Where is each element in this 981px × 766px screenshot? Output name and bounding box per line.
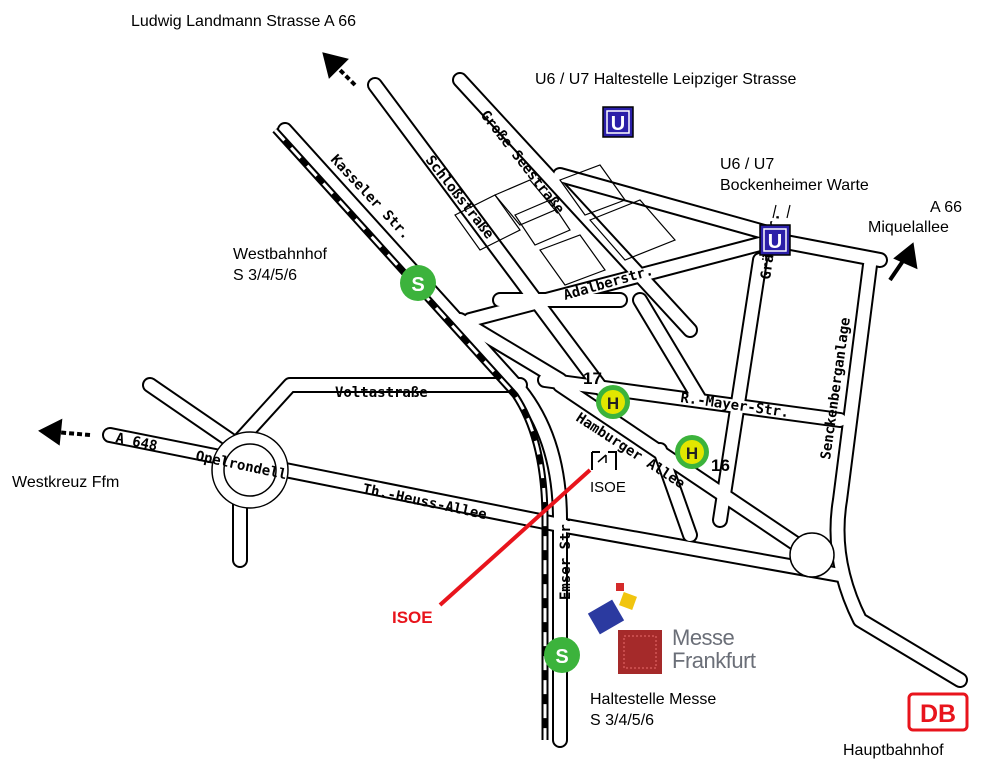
label-a66-1: A 66 xyxy=(930,199,963,216)
db-logo-icon[interactable]: DB xyxy=(907,692,969,732)
label-a66-2: Miquelallee xyxy=(868,219,949,236)
label-frankfurt: Frankfurt xyxy=(672,648,756,673)
road-network xyxy=(102,72,968,748)
sbahn-icon-westbahnhof[interactable]: S xyxy=(400,265,436,301)
svg-text:U: U xyxy=(768,231,782,253)
svg-text:DB: DB xyxy=(920,700,956,728)
label-stop-16: 16 xyxy=(711,456,730,475)
label-isoe-building: ISOE xyxy=(590,479,626,496)
street-voltastrasse: Voltastraße xyxy=(335,385,428,401)
street-schlossstrasse: Schloßstraße xyxy=(422,153,497,243)
railway-line xyxy=(272,127,549,740)
label-messe: Messe xyxy=(672,625,735,650)
arrow-westkreuz xyxy=(38,418,91,446)
label-ubahn-leipziger: U6 / U7 Haltestelle Leipziger Strasse xyxy=(535,71,797,88)
city-blocks xyxy=(454,164,677,286)
svg-text:U: U xyxy=(611,113,625,135)
label-westkreuz: Westkreuz Ffm xyxy=(12,474,120,491)
arrow-ludwig-landmann xyxy=(322,52,357,87)
ubahn-icon-leipziger[interactable]: U xyxy=(602,106,634,138)
svg-text:S: S xyxy=(411,274,424,296)
label-messe-stop-2: S 3/4/5/6 xyxy=(590,712,655,729)
street-a648: A 648 xyxy=(114,430,159,454)
label-ubahn-bockenheimer-2: Bockenheimer Warte xyxy=(720,177,869,194)
isoe-pointer-line xyxy=(438,468,592,607)
label-isoe-red: ISOE xyxy=(392,608,433,627)
isoe-building-icon xyxy=(591,451,617,470)
label-westbahnhof-2: S 3/4/5/6 xyxy=(233,267,298,284)
ubahn-icon-bockenheimer[interactable]: U xyxy=(759,224,791,256)
svg-text:H: H xyxy=(686,444,698,463)
bus-stop-icon-16[interactable]: H xyxy=(675,435,709,469)
direction-arrows xyxy=(38,52,918,446)
bus-stop-icon-17[interactable]: H xyxy=(596,385,630,419)
label-hauptbahnhof: Hauptbahnhof xyxy=(843,742,944,759)
label-stop-17: 17 xyxy=(583,369,602,388)
svg-text:H: H xyxy=(607,394,619,413)
messe-logo-icon xyxy=(587,583,662,674)
svg-text:S: S xyxy=(555,646,568,668)
street-grosse-seestrasse: Große Seestraße xyxy=(477,108,567,217)
street-emser-str: Emser Str. xyxy=(558,516,574,600)
label-messe-stop-1: Haltestelle Messe xyxy=(590,691,717,708)
label-ubahn-bockenheimer-1: U6 / U7 xyxy=(720,156,775,173)
sbahn-icon-messe[interactable]: S xyxy=(544,637,580,673)
roundabouts xyxy=(211,431,835,578)
label-westbahnhof-1: Westbahnhof xyxy=(233,246,327,263)
arrow-a66-miquelallee xyxy=(888,242,918,282)
ubahn-bockenheimer-tick-2 xyxy=(786,204,791,219)
label-ludwig-landmann: Ludwig Landmann Strasse A 66 xyxy=(131,13,357,30)
ubahn-bockenheimer-tick xyxy=(772,204,777,219)
